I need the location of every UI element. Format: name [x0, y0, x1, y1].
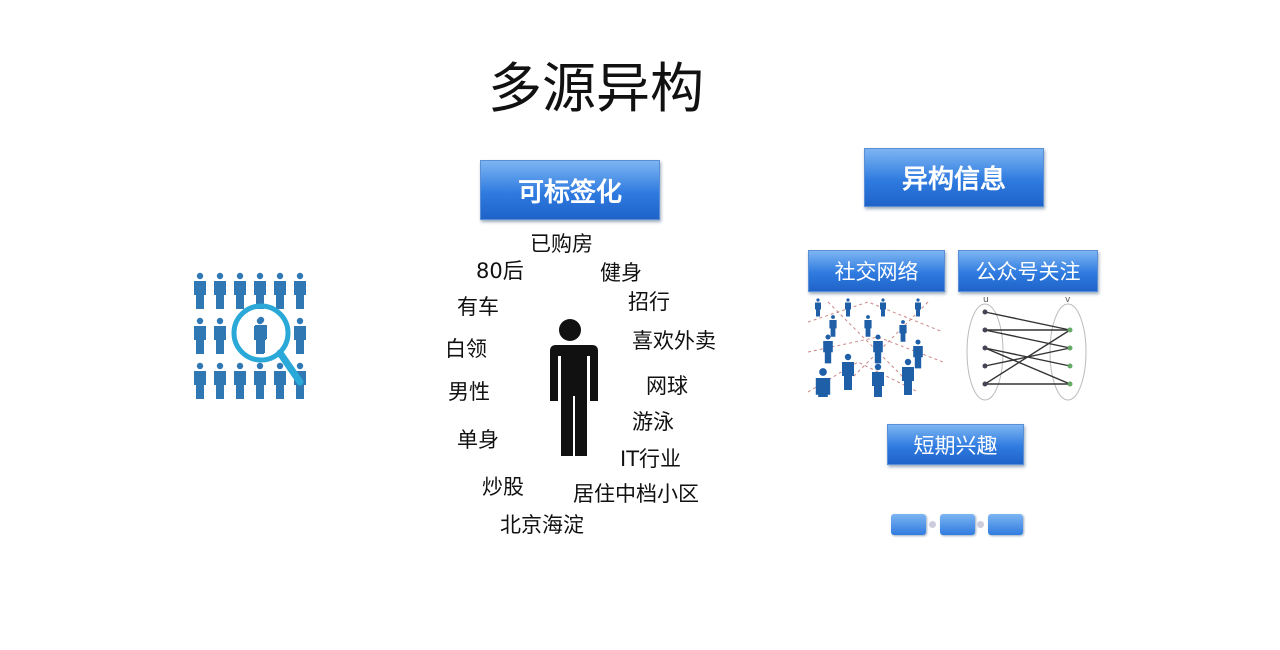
tag-word: 白领 [445, 337, 487, 361]
sequence-dot [929, 521, 936, 528]
person-silhouette-icon [548, 319, 598, 456]
sequence-box-1 [891, 514, 926, 535]
tag-word: 招行 [628, 290, 670, 314]
label-official-account-follow: 公众号关注 [958, 250, 1098, 292]
tag-word: 健身 [600, 261, 642, 285]
label-header-tagging: 可标签化 [480, 160, 660, 220]
tag-word: 有车 [457, 295, 499, 319]
tag-word: 游泳 [632, 410, 674, 434]
tag-word: IT行业 [620, 447, 682, 471]
sequence-dot [977, 521, 984, 528]
sequence-box-3 [988, 514, 1023, 535]
label-header-heterogeneous: 异构信息 [864, 148, 1044, 207]
tag-word: 男性 [448, 380, 490, 404]
crowd-search-icon [194, 272, 306, 399]
sequence-box-2 [940, 514, 975, 535]
graph-label-u: u [983, 295, 989, 305]
label-short-term-interest: 短期兴趣 [887, 424, 1024, 465]
tag-word: 80后 [476, 259, 524, 283]
label-social-network: 社交网络 [808, 250, 945, 292]
tag-word: 北京海淀 [500, 513, 584, 537]
tag-word: 网球 [646, 374, 688, 398]
page-title: 多源异构 [488, 57, 704, 120]
tag-word: 单身 [457, 428, 499, 452]
tag-word: 喜欢外卖 [632, 329, 716, 353]
tag-word: 炒股 [482, 475, 524, 499]
bipartite-graph-image: u v [966, 295, 1087, 401]
social-network-image [808, 298, 943, 397]
graph-label-v: v [1065, 295, 1071, 305]
tag-word: 已购房 [530, 232, 593, 256]
tag-word: 居住中档小区 [573, 482, 699, 506]
